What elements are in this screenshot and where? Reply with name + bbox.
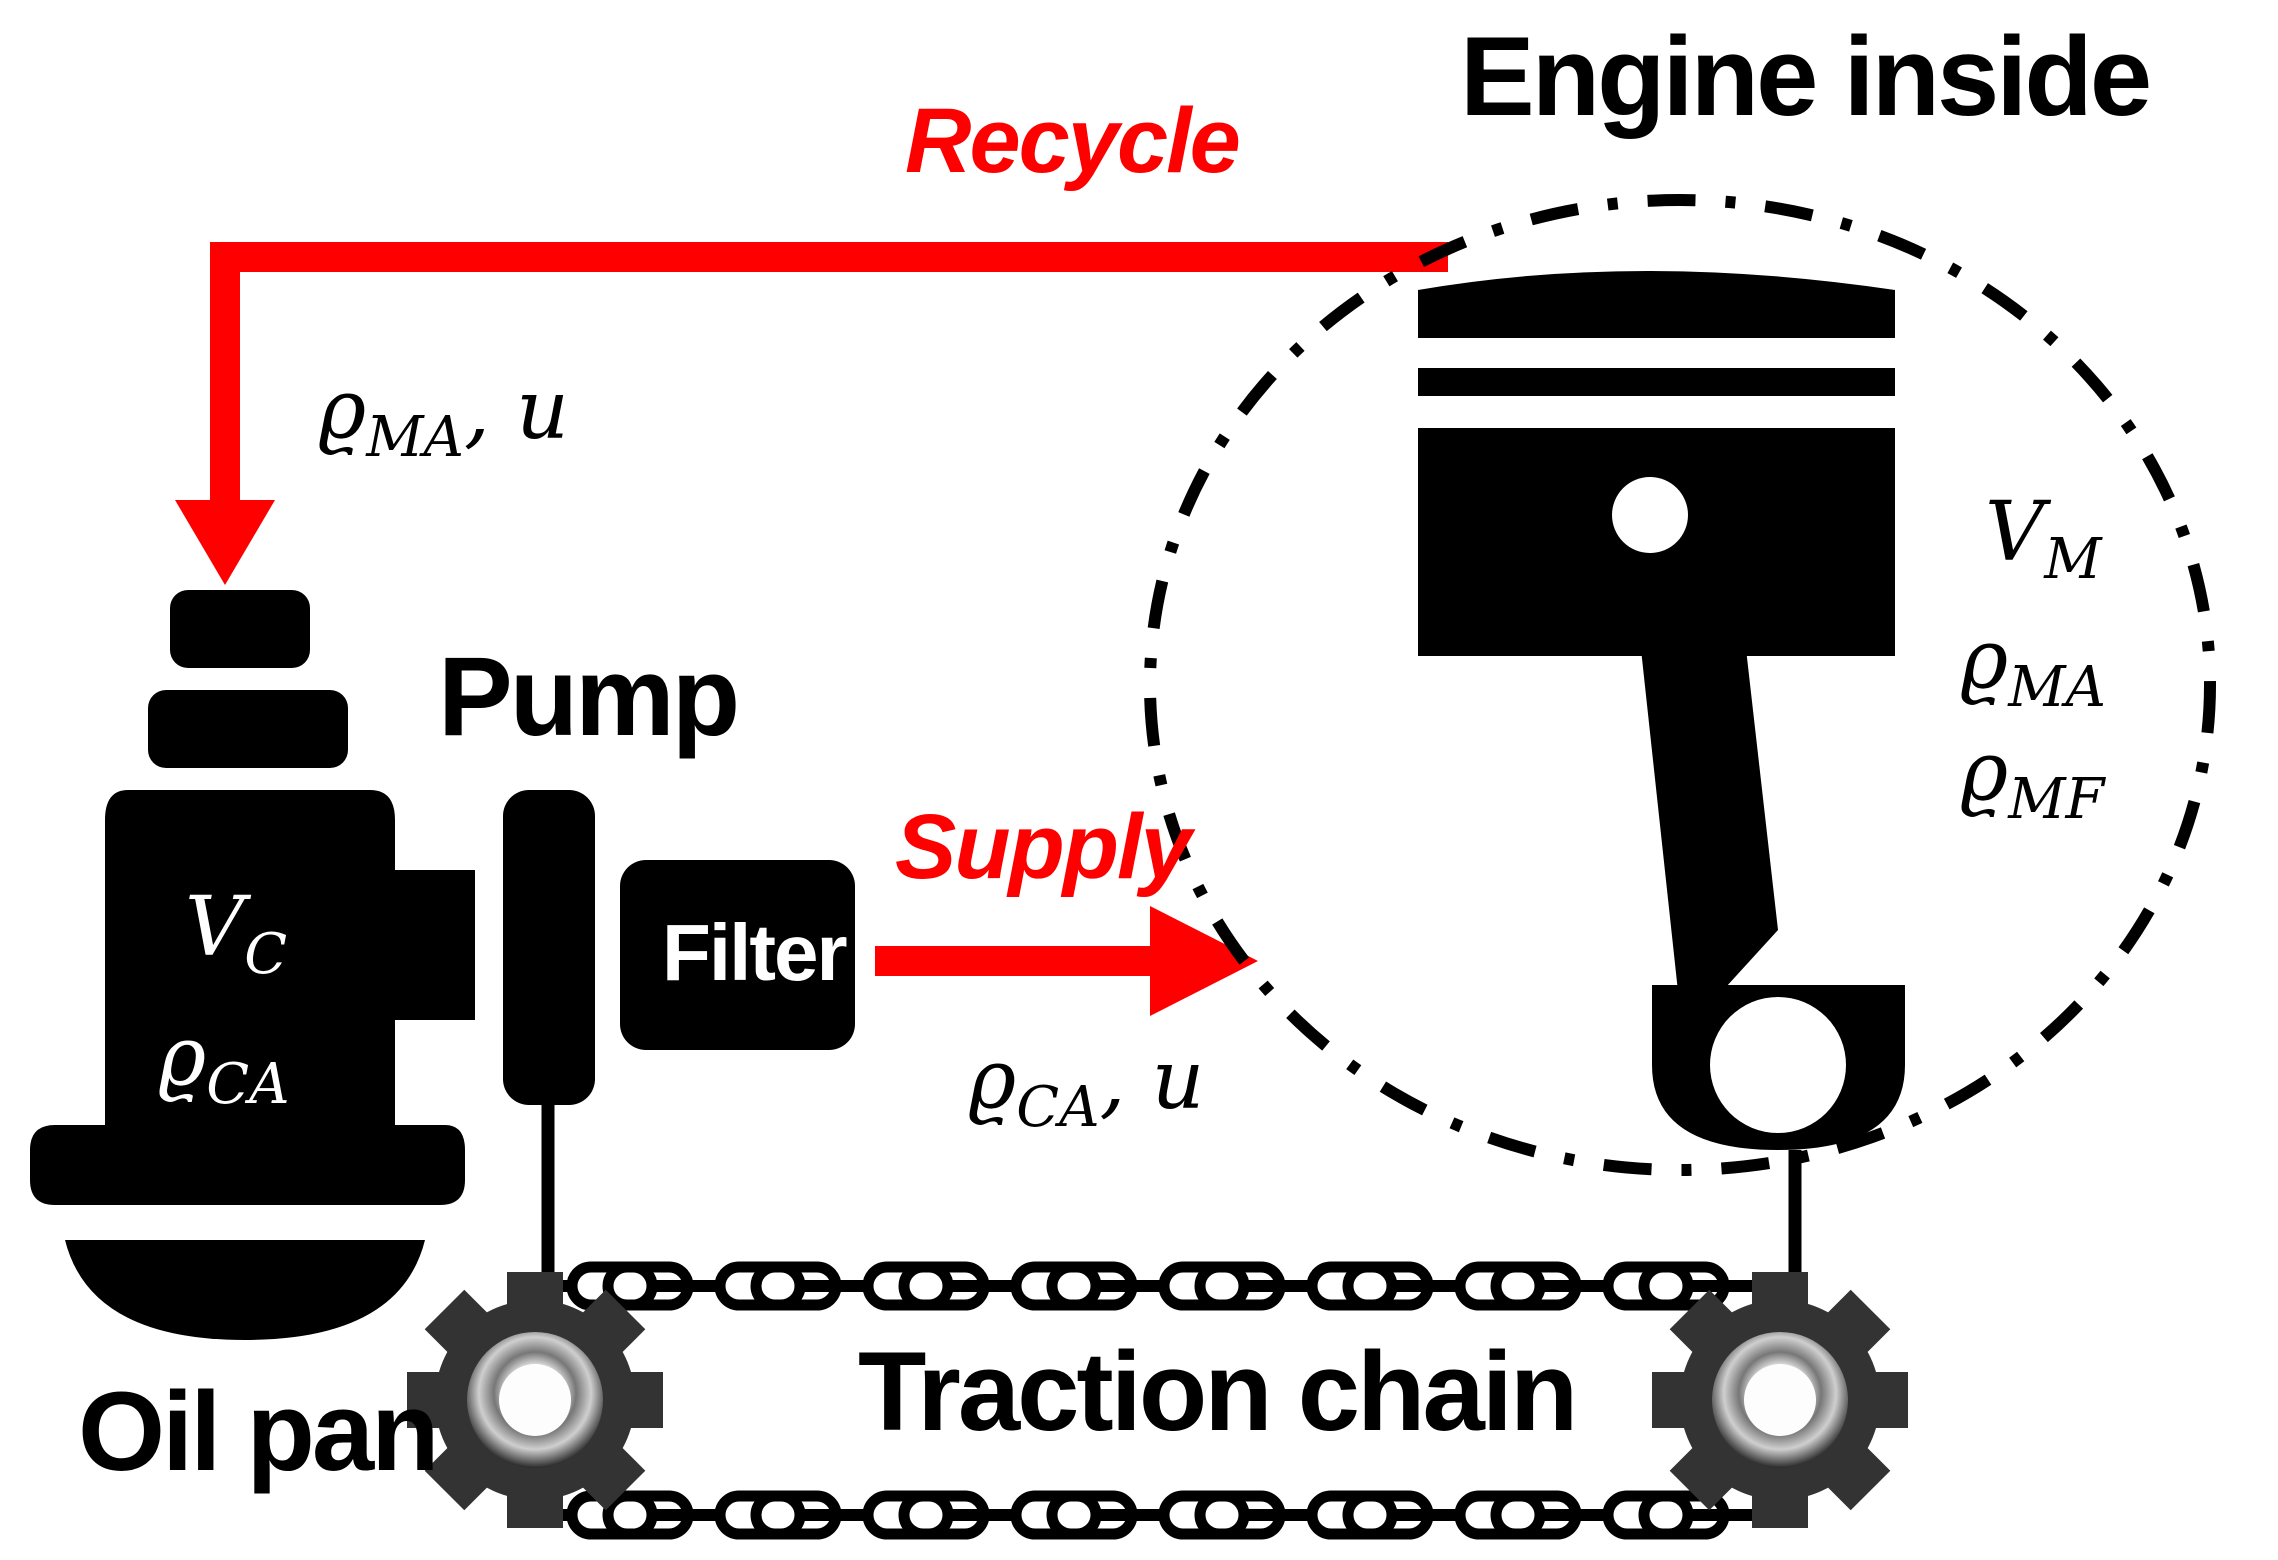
gear-icon	[1652, 1272, 1908, 1528]
piston-icon	[1418, 271, 1905, 1150]
supply-label: Supply	[895, 796, 1196, 898]
gear-icon	[407, 1272, 663, 1528]
supply-arrow	[875, 906, 1258, 1016]
engine-density-a-variable: ϱMA	[1960, 613, 2106, 720]
pan-density-variable: ϱCA	[158, 1010, 290, 1117]
recycle-label: Recycle	[905, 90, 1239, 192]
oil-pan-icon	[30, 590, 475, 1340]
oil-pan-label: Oil pan	[78, 1369, 437, 1494]
pan-volume-variable: VC	[185, 880, 287, 987]
recycle-flow-variables: ϱMA, u	[318, 363, 569, 470]
engine-inside-label: Engine inside	[1460, 14, 2149, 139]
supply-flow-variables: ϱCA, u	[968, 1033, 1204, 1140]
filter-label: Filter	[662, 908, 846, 997]
engine-boundary	[1144, 194, 2216, 1176]
filter-icon	[620, 860, 855, 1050]
engine-volume-variable: VM	[1985, 485, 2103, 592]
engine-density-f-variable: ϱMF	[1960, 725, 2107, 832]
chain-icon	[540, 1496, 1800, 1534]
chain-icon	[540, 1267, 1800, 1305]
pump-icon	[503, 790, 595, 1290]
recycle-arrow	[175, 242, 1448, 585]
pump-label: Pump	[438, 634, 737, 759]
traction-chain-label: Traction chain	[858, 1329, 1575, 1454]
